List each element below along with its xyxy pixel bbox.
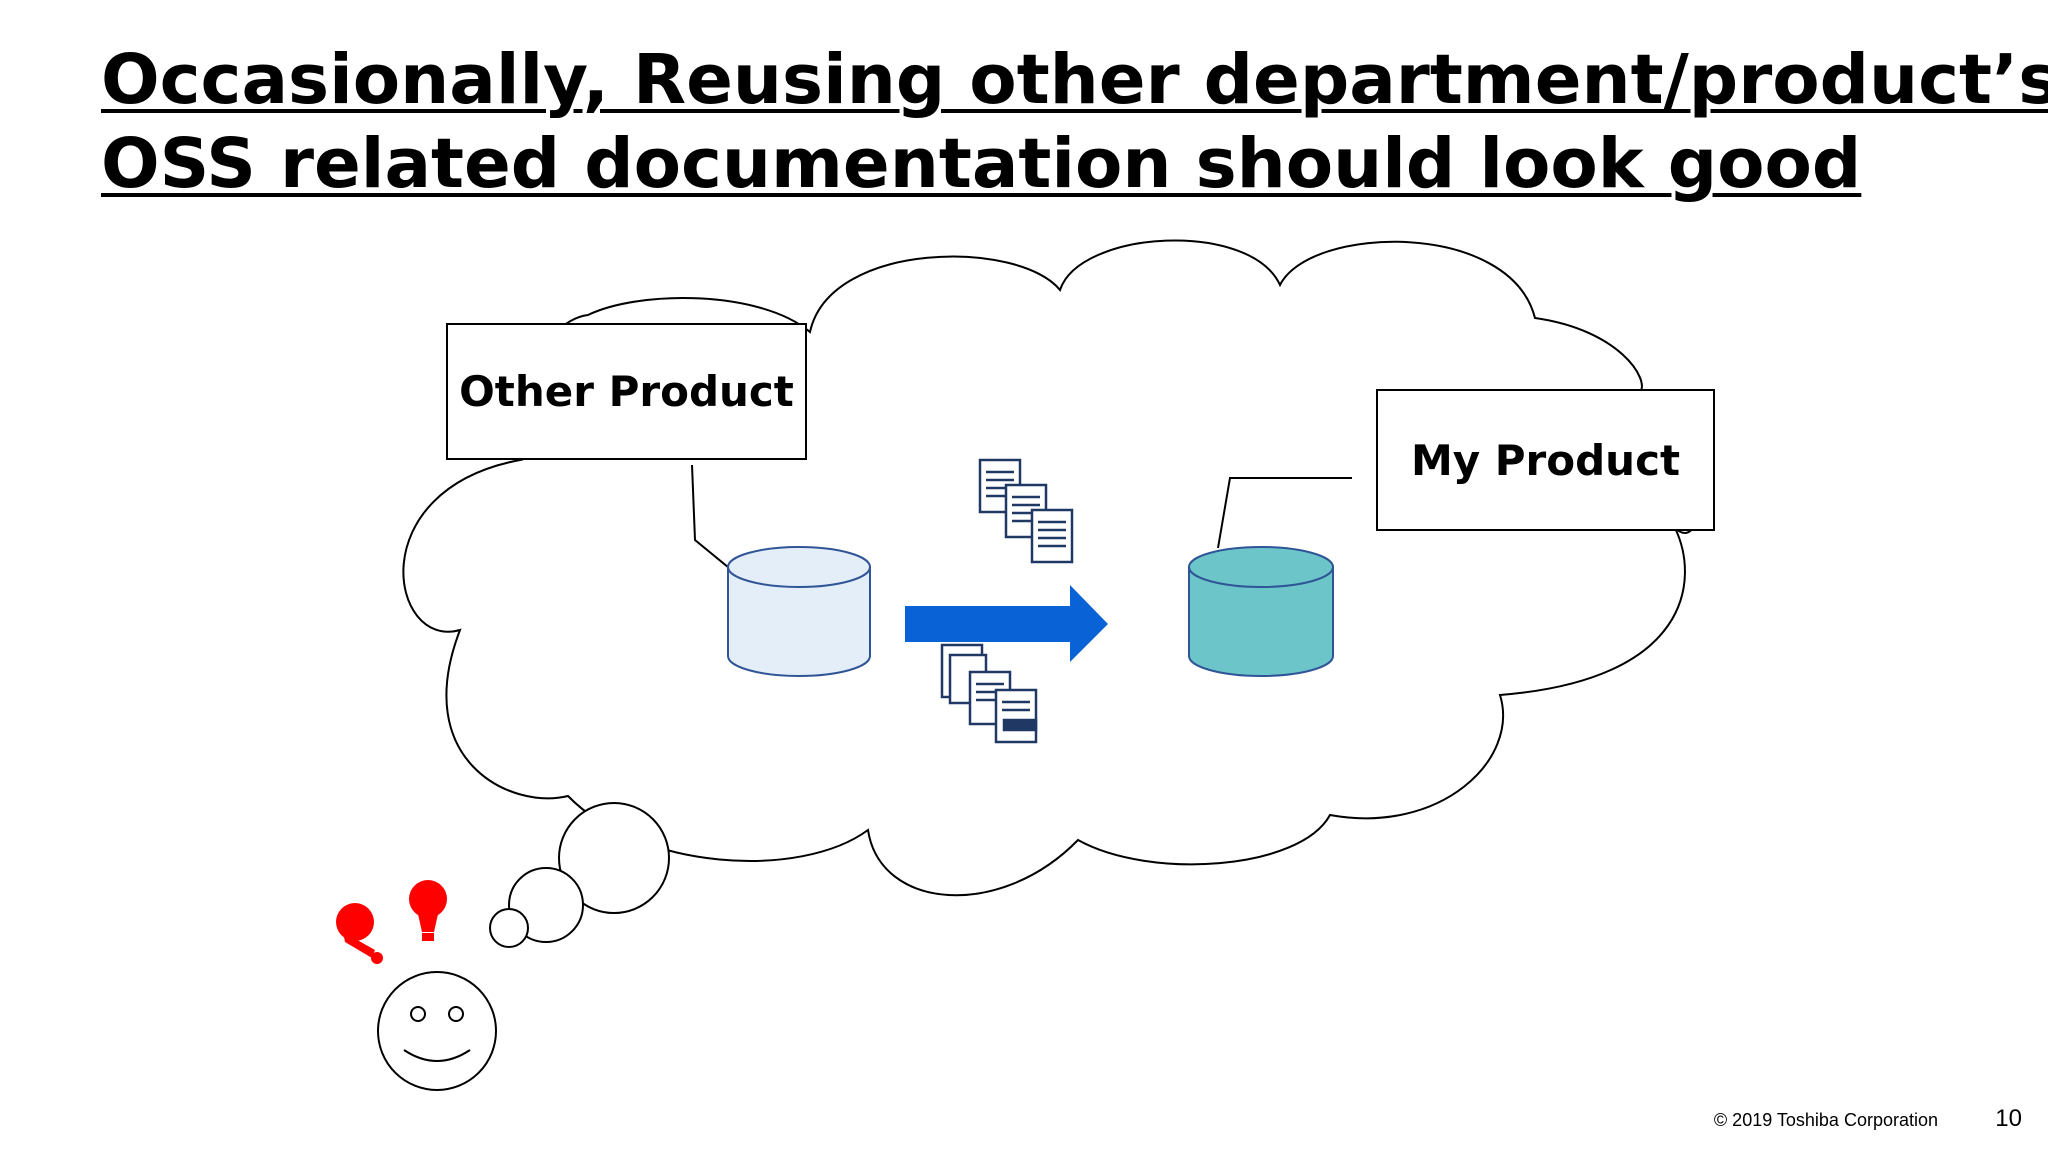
page-number: 10 <box>1995 1105 2022 1132</box>
smiley-face-icon <box>377 971 497 1091</box>
title-line-2: OSS related documentation should look go… <box>101 124 1862 204</box>
title-line-1: Occasionally, Reusing other department/p… <box>101 40 2048 120</box>
connector-line-target <box>1217 477 1352 549</box>
thought-bubble-small <box>489 908 529 948</box>
document-stack-icon-lower <box>940 643 1038 744</box>
other-product-text: Other Product <box>459 367 794 416</box>
lightbulb-icon-right <box>409 880 447 941</box>
thought-bubble-large <box>558 802 670 914</box>
cloud-thought-bubble <box>402 239 1699 897</box>
copyright-footer: © 2019 Toshiba Corporation <box>1713 1110 1938 1130</box>
database-icon-source <box>727 546 871 677</box>
slide-title: Occasionally, Reusing other department/p… <box>101 38 2048 206</box>
document-stack-icon-upper <box>978 458 1074 564</box>
my-product-text: My Product <box>1410 435 1681 485</box>
other-product-label: Other Product <box>446 323 807 460</box>
database-icon-target <box>1188 546 1334 677</box>
lightbulb-icon-left <box>336 903 383 964</box>
my-product-label: My Product <box>1376 389 1715 531</box>
right-arrow-icon <box>905 585 1108 662</box>
